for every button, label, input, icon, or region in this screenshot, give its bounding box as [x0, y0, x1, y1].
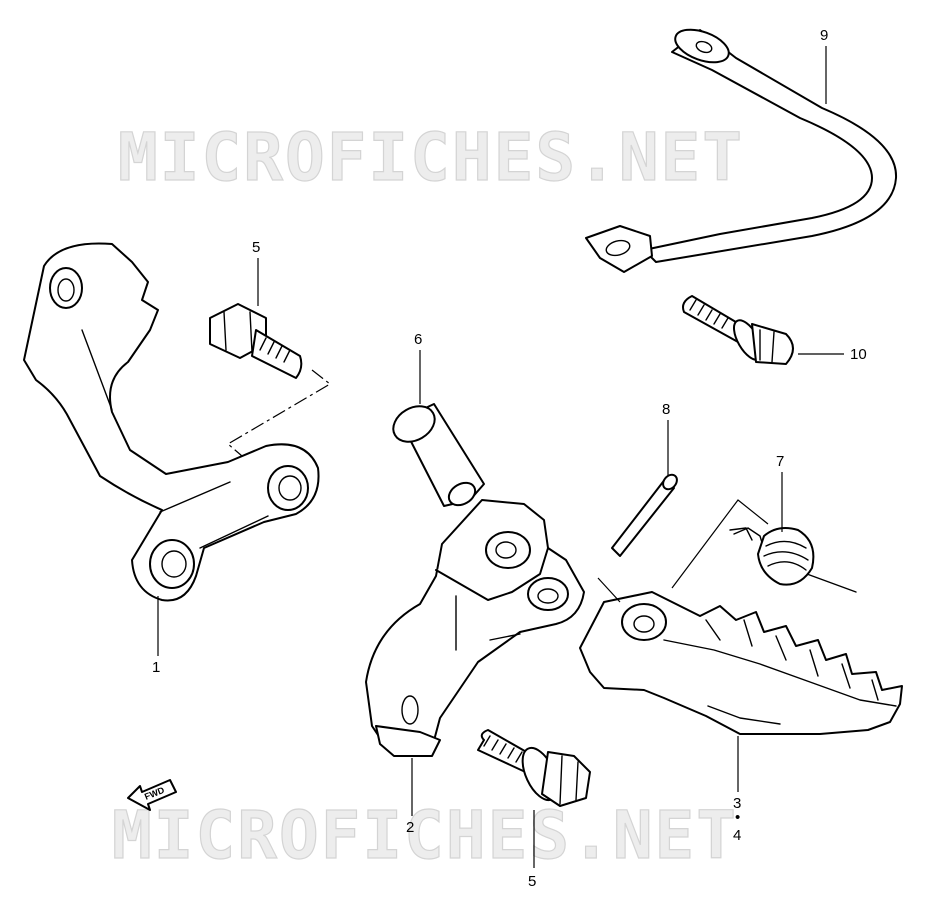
callout-2: 2	[406, 819, 414, 836]
callout-1: 1	[152, 659, 160, 676]
part-7-spring	[729, 527, 857, 593]
callout-5-top: 5	[252, 239, 260, 256]
callout-10: 10	[850, 346, 867, 363]
part-9-grab-bar	[585, 28, 898, 273]
watermark-top: MICROFICHES.NET	[118, 119, 744, 196]
callout-7: 7	[776, 453, 784, 470]
callout-5-bottom: 5	[528, 873, 536, 890]
part-2-footpeg-bracket	[365, 499, 585, 757]
part-5-bolt-top	[209, 303, 303, 379]
assembly-line-part-3	[597, 499, 769, 603]
part-1-bracket	[23, 242, 320, 602]
callout-8: 8	[662, 401, 670, 418]
callout-6: 6	[414, 331, 422, 348]
callout-3: 3	[733, 795, 741, 812]
part-8-cotter-pin	[611, 473, 678, 557]
watermark-bottom: MICROFICHES.NET	[112, 797, 738, 874]
assembly-line-part-5	[226, 369, 332, 457]
fwd-direction-marker: FWD	[127, 779, 177, 811]
callout-dot: •	[735, 809, 740, 826]
part-5-bolt-bottom	[477, 729, 591, 807]
part-10-bolt	[682, 295, 794, 365]
part-3-4-footpeg	[579, 591, 903, 735]
callout-9: 9	[820, 27, 828, 44]
part-6-pin	[392, 403, 485, 507]
callout-4: 4	[733, 827, 741, 844]
